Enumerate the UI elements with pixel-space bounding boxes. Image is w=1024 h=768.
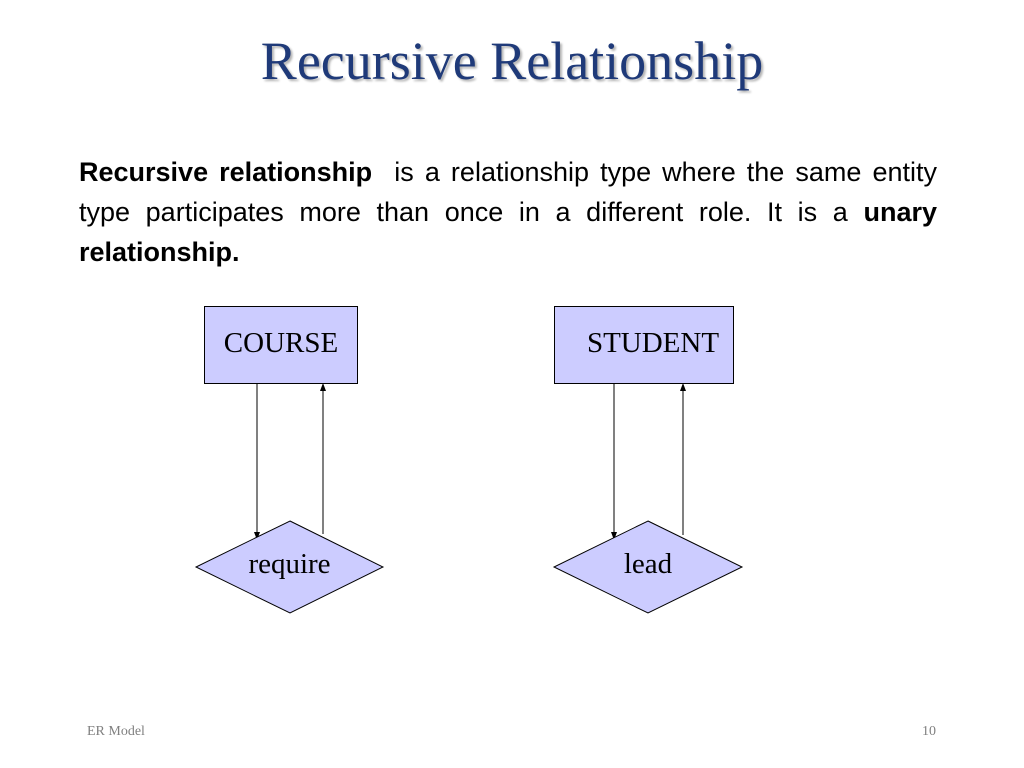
- page-number: 10: [922, 724, 936, 739]
- entity-label: STUDENT: [586, 327, 720, 359]
- entity-course: COURSE: [204, 306, 358, 384]
- definition-text: is a relationship type where the same en…: [79, 157, 945, 227]
- entity-student: STUDENT: [554, 306, 734, 384]
- relationship-diamond-lead: [552, 520, 744, 614]
- footer-label: ER Model: [87, 724, 145, 739]
- slide-title: Recursive Relationship: [260, 31, 764, 91]
- relationship-diamond-require: [194, 520, 385, 614]
- relationship-label-lead: lead: [623, 548, 673, 580]
- entity-label: COURSE: [223, 327, 339, 359]
- definition-paragraph: Recursive relationship is a relationship…: [79, 152, 937, 272]
- term-recursive-relationship: Recursive relationship: [79, 157, 373, 187]
- term-unary-relationship: unary relationship.: [79, 197, 937, 267]
- relationship-label-require: require: [248, 548, 331, 580]
